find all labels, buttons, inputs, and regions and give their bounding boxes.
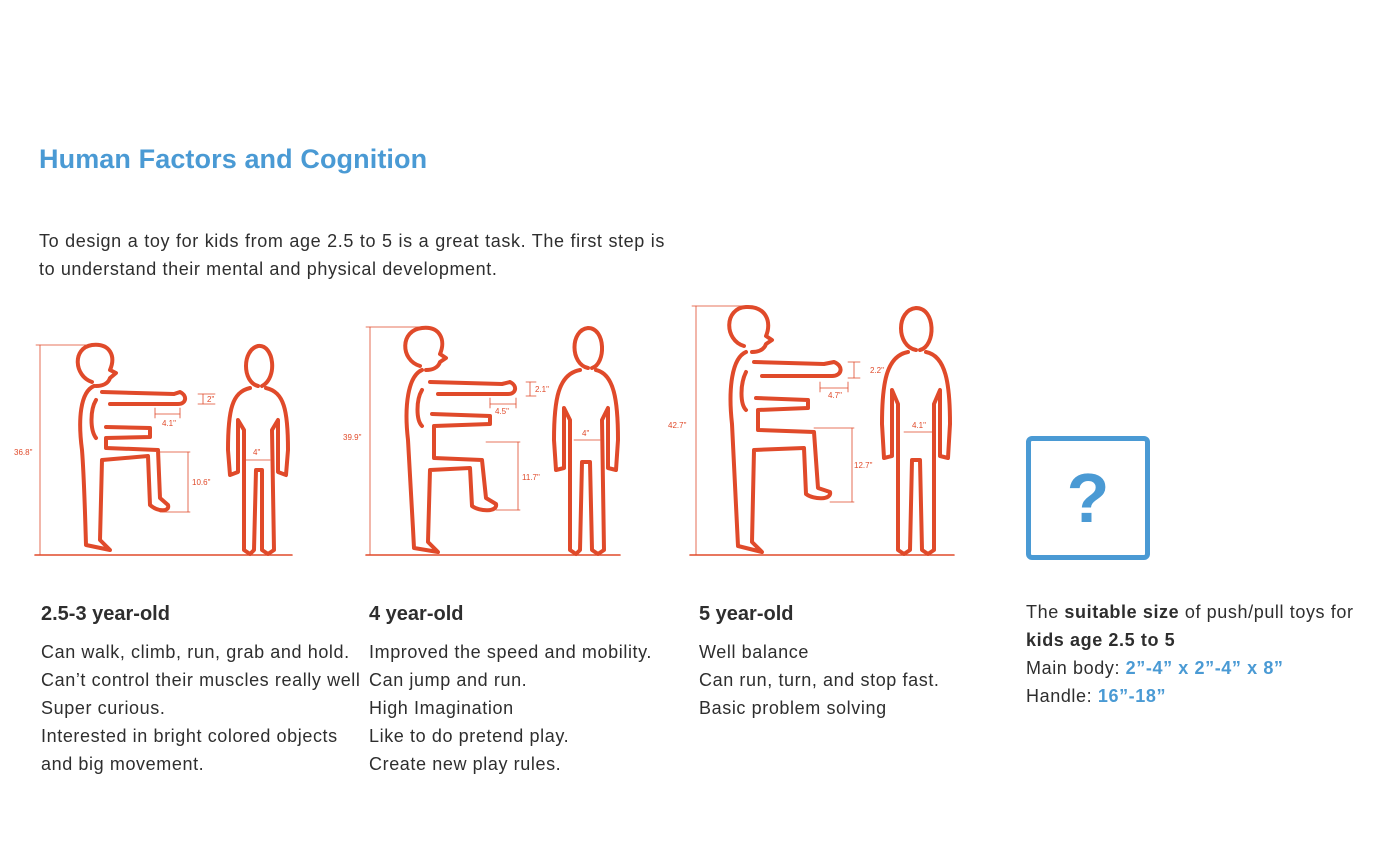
column-line: Can’t control their muscles really well: [41, 670, 361, 690]
dim-knee: 11.7": [522, 473, 540, 482]
column-line: and big movement.: [41, 754, 205, 774]
dim-reach: 4.1": [162, 419, 176, 428]
column-line: Interested in bright colored objects: [41, 726, 338, 746]
intro-paragraph: To design a toy for kids from age 2.5 to…: [39, 231, 665, 279]
main-body-label: Main body:: [1026, 658, 1126, 678]
child-side-front-illustration: 42.7" 4.7" 2.2" 12.7" 4.1": [668, 304, 955, 556]
column-line: Can run, turn, and stop fast.: [699, 670, 940, 690]
dim-hand: 2.1": [535, 385, 549, 394]
column-age-4: 4 year-old Improved the speed and mobili…: [369, 600, 652, 778]
dim-stance: 4.1": [912, 421, 926, 430]
column-line: High Imagination: [369, 698, 514, 718]
column-heading: 2.5-3 year-old: [41, 603, 170, 625]
dim-height: 36.8": [14, 448, 33, 457]
dim-hand: 2": [207, 395, 214, 404]
summary-bold: kids age 2.5 to 5: [1026, 630, 1176, 650]
column-line: Basic problem solving: [699, 698, 887, 718]
dim-hand: 2.2": [870, 366, 884, 375]
column-line: Improved the speed and mobility.: [369, 642, 653, 662]
question-mark-icon: ?: [1066, 459, 1110, 537]
child-side-front-illustration: 36.8" 4.1" 2" 10.6" 4": [14, 342, 293, 556]
column-age-2-5-3: 2.5-3 year-old Can walk, climb, run, gra…: [41, 600, 361, 778]
column-line: Can walk, climb, run, grab and hold.: [41, 642, 350, 662]
column-age-5: 5 year-old Well balance Can run, turn, a…: [699, 600, 940, 722]
dim-height: 39.9": [343, 433, 362, 442]
column-line: Can jump and run.: [369, 670, 528, 690]
summary-bold: suitable size: [1064, 602, 1180, 622]
column-line: Super curious.: [41, 698, 166, 718]
handle-label: Handle:: [1026, 686, 1098, 706]
column-line: Well balance: [699, 642, 809, 662]
dim-reach: 4.7": [828, 391, 842, 400]
figure-age-5: 42.7" 4.7" 2.2" 12.7" 4.1": [664, 300, 964, 562]
column-heading: 4 year-old: [369, 603, 464, 625]
size-summary: The suitable size of push/pull toys for …: [1026, 598, 1356, 710]
dim-knee: 10.6": [192, 478, 211, 487]
question-box: ?: [1026, 436, 1150, 560]
figure-age-2-5-3: 36.8" 4.1" 2" 10.6" 4": [10, 300, 300, 562]
figure-age-4: 39.9" 4.5" 2.1" 11.7" 4": [340, 300, 630, 562]
column-line: Like to do pretend play.: [369, 726, 570, 746]
dim-reach: 4.5": [495, 407, 509, 416]
dim-knee: 12.7": [854, 461, 873, 470]
main-body-value: 2”-4” x 2”-4” x 8”: [1125, 658, 1284, 678]
summary-text: of push/pull toys for: [1179, 602, 1354, 622]
dim-stance: 4": [253, 448, 260, 457]
page-title: Human Factors and Cognition: [39, 144, 428, 174]
child-side-front-illustration: 39.9" 4.5" 2.1" 11.7" 4": [343, 325, 621, 556]
handle-value: 16”-18”: [1097, 686, 1167, 706]
column-line: Create new play rules.: [369, 754, 562, 774]
column-heading: 5 year-old: [699, 603, 794, 625]
dim-stance: 4": [582, 429, 589, 438]
dim-height: 42.7": [668, 421, 687, 430]
summary-text: The: [1026, 602, 1065, 622]
